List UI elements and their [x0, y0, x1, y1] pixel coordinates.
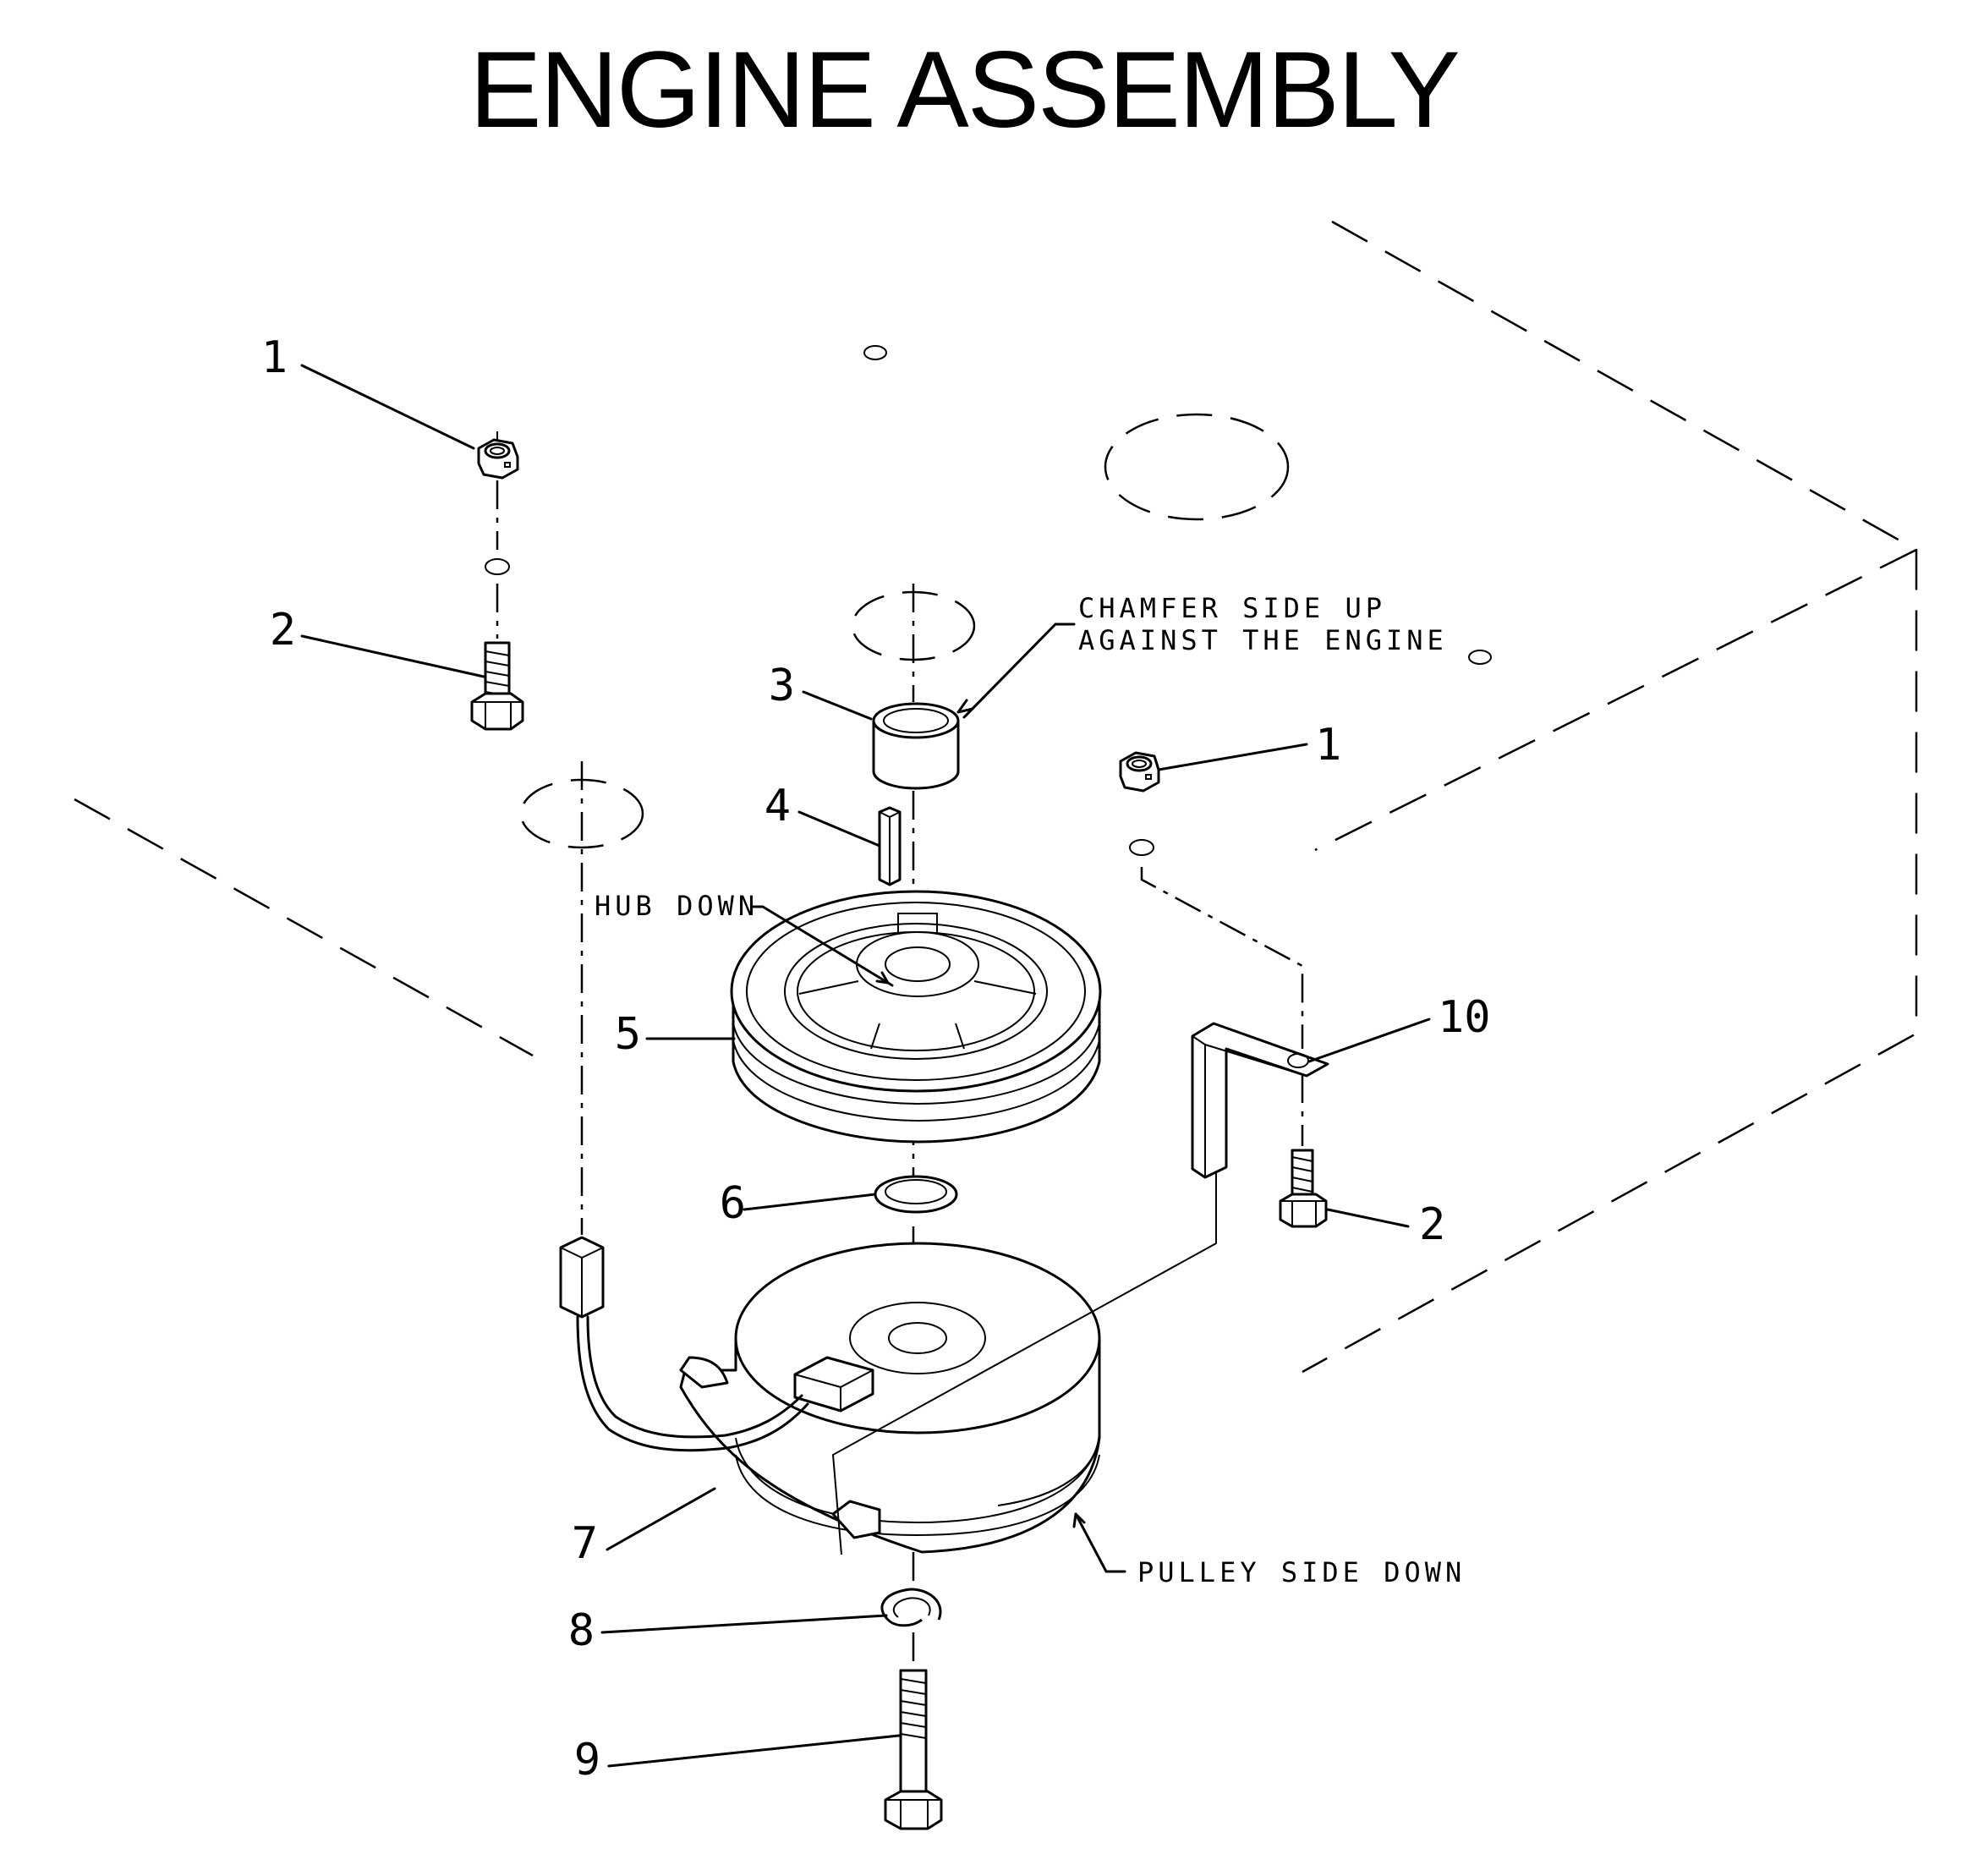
callout-2-left: 2: [270, 605, 296, 656]
wire-harness: [559, 1236, 809, 1452]
callout-7: 7: [572, 1518, 598, 1569]
page-title: ENGINE ASSEMBLY: [469, 30, 1459, 151]
mounting-bracket: [831, 1022, 1329, 1555]
callout-6: 6: [720, 1178, 746, 1229]
callout-2-right: 2: [1419, 1199, 1445, 1250]
callout-1-right: 1: [1315, 720, 1341, 771]
callout-8: 8: [568, 1605, 595, 1656]
note-chamfer-line2: AGAINST THE ENGINE: [1078, 624, 1448, 656]
snap-ring: [880, 1588, 942, 1627]
callout-labels: 1 2 3 4 5 6 7 8 9 1 10 2: [261, 332, 1491, 1785]
lock-nut-right: [1119, 751, 1304, 1049]
engine-deck-outline: [74, 220, 1918, 1374]
note-pulley-side-down: PULLEY SIDE DOWN: [1137, 1556, 1466, 1588]
callout-5: 5: [615, 1009, 641, 1060]
callout-4: 4: [765, 781, 791, 831]
shaft-key: [878, 806, 902, 886]
washer: [874, 1175, 958, 1214]
assembly-notes: CHAMFER SIDE UP AGAINST THE ENGINE HUB D…: [595, 592, 1466, 1588]
wire-centerline: [519, 761, 644, 1235]
callout-1-left: 1: [261, 332, 288, 383]
hex-bolt-left: [470, 641, 524, 731]
long-hex-bolt: [884, 1669, 943, 1830]
callout-10: 10: [1438, 992, 1491, 1043]
lock-nut-left: [477, 431, 519, 639]
callout-3: 3: [769, 661, 795, 711]
note-hub-down: HUB DOWN: [595, 890, 759, 922]
leader-lines: [300, 364, 1431, 1768]
hex-bolt-right: [1279, 1074, 1328, 1228]
electric-clutch: [679, 1242, 1101, 1554]
pulley: [730, 890, 1102, 1144]
callout-9: 9: [574, 1735, 600, 1785]
spacer-bushing: [872, 702, 960, 790]
note-chamfer-line1: CHAMFER SIDE UP: [1078, 592, 1386, 624]
